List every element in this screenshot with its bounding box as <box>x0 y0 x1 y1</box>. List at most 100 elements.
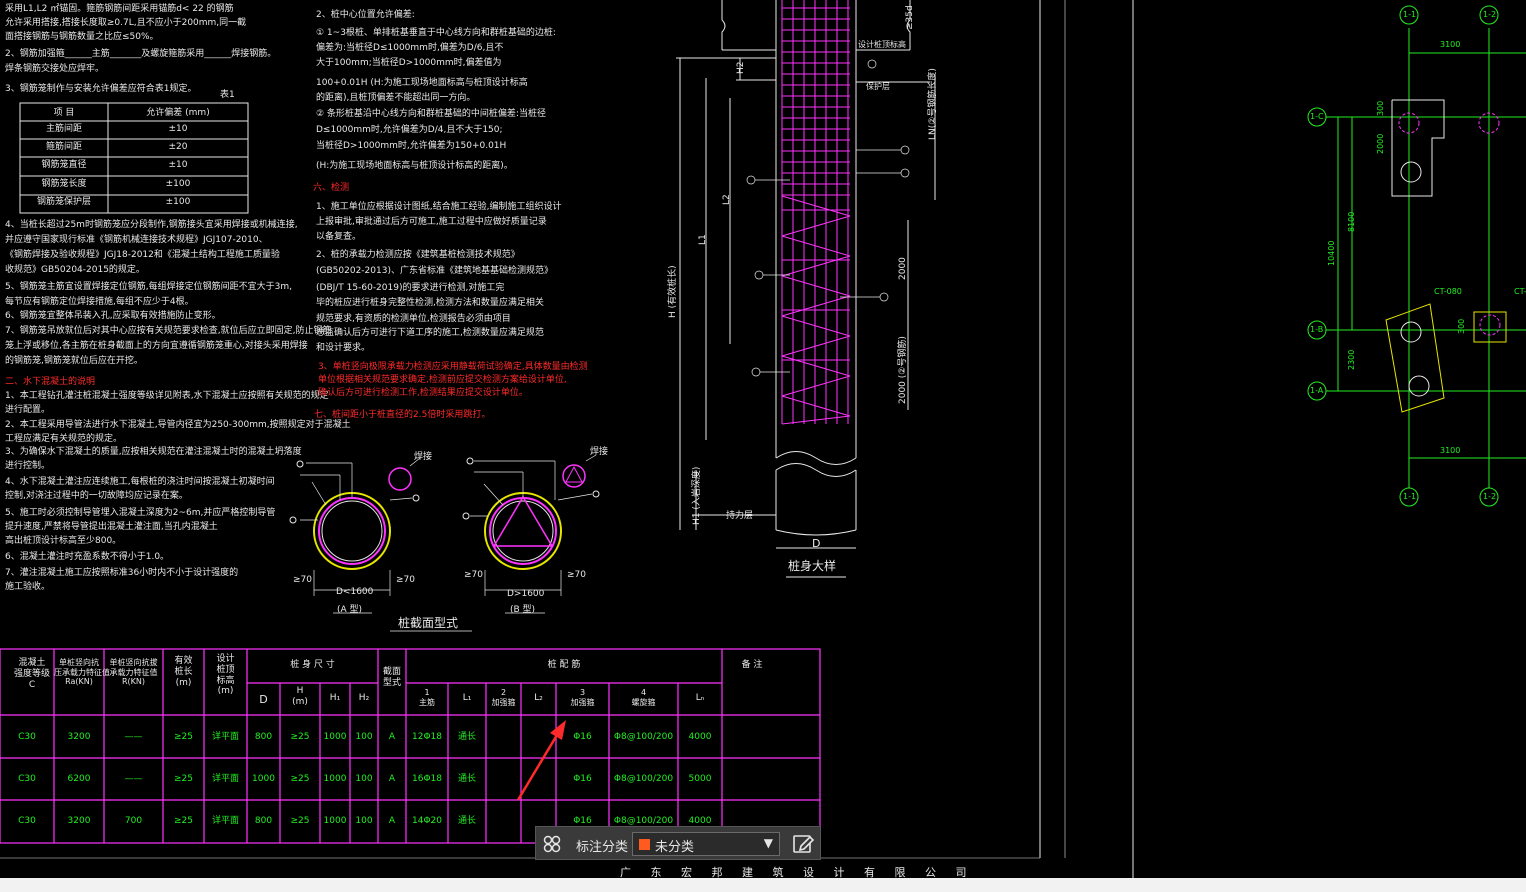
note-line: 以备复查。 <box>316 232 362 242</box>
note-line: 并应遵守国家现行标准《钢筋机械连接技术规程》JGJ107-2010、 <box>5 235 268 245</box>
rebar-line <box>781 415 851 425</box>
section-b-weld-note: 焊接 <box>590 447 609 457</box>
grid-menu-icon[interactable] <box>542 834 562 854</box>
pile-table-cell: 3200 <box>67 816 91 826</box>
pile-table-cell: —— <box>124 732 143 742</box>
axis-bubble-label: 1-2 <box>1483 492 1497 501</box>
section-b-drawing <box>462 454 600 614</box>
note-line: 1、施工单位应根据设计图纸,结合施工经验,编制施工组织设计 <box>316 202 562 212</box>
pile-table-cell: 详平面 <box>211 774 239 784</box>
note-line: 允许采用搭接,搭接长度取≥0.7L,且不应小于200mm,同一截 <box>5 18 247 28</box>
section-b-dim: D>1600 <box>507 589 545 599</box>
category-select[interactable]: 未分类 ▼ <box>632 832 780 856</box>
pile-table-cell: 1000 <box>323 816 347 826</box>
pile-table-cell: A <box>388 816 396 826</box>
pile-label-h1: H1 (入岩深度) <box>692 466 702 525</box>
pile-table-cell: 1000 <box>323 732 347 742</box>
dimension-label: 2000 <box>1376 133 1385 154</box>
notes-mid-heading-red3: 七、桩间距小于桩直径的2.5倍时采用跳打。 <box>314 410 491 420</box>
pile-table-cell: 通长 <box>457 732 476 742</box>
pile-table-cell: A <box>388 732 396 742</box>
note-line: 4、水下混凝土灌注应连续施工,每根桩的浇注时间按混凝土初凝时间 <box>5 477 275 487</box>
pile-table-cell: C30 <box>18 732 36 742</box>
note-line: 工程应满足有关规范的规定。 <box>5 434 123 444</box>
note-line: 100+0.01H (H:为施工现场地面标高与桩顶设计标高 <box>316 78 528 88</box>
axis-bubble-label: 1-1 <box>1403 492 1417 501</box>
dimension-label: 300 <box>1457 318 1466 334</box>
pile-th-n1: 1 主筋 <box>419 688 435 707</box>
note-line: 毕的桩应进行桩身完整性检测,检测方法和数量应满足相关 <box>316 298 544 308</box>
pile-label-d: D <box>812 537 821 550</box>
note-line: 2、桩中心位置允许偏差: <box>316 10 415 20</box>
note-line: 5、施工时必须控制导管埋入混凝土深度为2~6m,并应严格控制导管 <box>5 508 276 518</box>
axis-bubble-label: 1-B <box>1310 325 1324 334</box>
pile-table-cell: 100 <box>355 732 373 742</box>
note-line: 2、钢筋加强箍______主筋_______及螺旋箍筋采用______焊接钢筋。 <box>5 49 277 59</box>
section-b-side-left: ≥70 <box>464 570 483 580</box>
pile-table-cell: ≥25 <box>174 732 193 742</box>
dimension-label: 8100 <box>1347 211 1356 232</box>
rebar-line <box>781 335 851 357</box>
pile-table-cell: 详平面 <box>211 816 239 826</box>
note-line-red: 确认后方可进行检测工作,检测结果应提交设计单位。 <box>318 388 528 398</box>
note-line: 4、当桩长超过25m时钢筋笼应分段制作,钢筋接头宜采用焊接或机械连接, <box>5 220 298 230</box>
note-line: 施工验收。 <box>5 582 51 592</box>
pile-table-cell: 1000 <box>252 774 275 784</box>
pile-th-n3: 3 加强箍 <box>570 688 595 707</box>
pile-th-rebar: 桩 配 筋 <box>547 660 581 670</box>
note-line: 笼上浮或移位,各主筋在桩身截面上的方向宜遵循钢筋笼重心,对接头采用焊接 <box>5 341 308 351</box>
note-line-red: 3、单桩竖向极限承载力检测应采用静载荷试验确定,具体数量由检测 <box>318 362 588 372</box>
table1-cell: 主筋间距 <box>45 124 82 134</box>
pile-table-cell: 5000 <box>688 774 712 784</box>
pile-table-cell: 通长 <box>457 816 476 826</box>
rebar-line <box>781 375 851 397</box>
note-line: 进行控制。 <box>5 461 51 471</box>
note-line: 当桩径D>1000mm时,允许偏差为150+0.01H <box>316 141 507 151</box>
pile-table-cell: 详平面 <box>211 732 239 742</box>
pile-table-cell: 700 <box>124 816 143 826</box>
pile-table-cell: 16Φ18 <box>412 774 442 784</box>
note-line: 6、钢筋笼宜整体吊装入孔,应采取有效措施防止变形。 <box>5 311 221 321</box>
note-line: 的距离),且桩顶偏差不能超出同一方向。 <box>316 93 476 103</box>
pile-table-cell: 100 <box>355 774 373 784</box>
pile-th-length: 有效 桩长 (m) <box>174 656 193 688</box>
pile-th-h1: H₁ <box>329 693 341 703</box>
pile-th-d: D <box>259 693 268 706</box>
rebar-line <box>781 295 851 317</box>
rebar-line <box>781 395 851 417</box>
rebar-line <box>781 315 851 337</box>
pile-table-cell: 4000 <box>688 732 712 742</box>
note-line: 总监确认后方可进行下道工序的施工,检测数量应满足规范 <box>316 328 544 338</box>
table1-cell: 箍筋间距 <box>45 142 82 152</box>
table1-cell: ±10 <box>168 124 188 134</box>
rebar-line <box>781 235 851 257</box>
axis-bubble-label: 1-1 <box>1403 10 1417 19</box>
pile-label-2000: 2000 <box>898 257 908 280</box>
note-line: (DBJ/T 15-60-2019)的要求进行检测,对施工完 <box>316 283 505 293</box>
note-line: 6、混凝土灌注时充盈系数不得小于1.0。 <box>5 552 170 562</box>
dimension-label: 10400 <box>1327 240 1336 266</box>
pile-th-l1: L₁ <box>462 693 472 703</box>
note-line: (H:为施工现场地面标高与桩顶设计标高的距离)。 <box>316 161 513 171</box>
pile-th-n4: 4 螺旋箍 <box>631 688 656 707</box>
note-line: 面搭接钢筋与钢筋数量之比应≤50%。 <box>5 32 159 42</box>
table1-note: 表1 <box>220 90 235 100</box>
category-selected-value: 未分类 <box>655 840 695 855</box>
rebar-line <box>781 275 851 297</box>
tolerance-table-grid <box>19 102 249 214</box>
pile-table-cell: ≥25 <box>290 774 310 784</box>
note-line: 2、本工程采用导管法进行水下混凝土,导管内径宜为250-300mm,按照规定对于… <box>5 420 351 430</box>
section-a-dim: D<1600 <box>336 587 374 597</box>
edit-annotation-button[interactable] <box>790 832 816 856</box>
pile-table-cell: 800 <box>254 816 273 826</box>
pile-table-cell: ≥25 <box>290 732 310 742</box>
pile-table-cell: ≥25 <box>174 774 193 784</box>
note-line: 7、钢筋笼吊放就位后对其中心应按有关规范要求检查,就位后应立即固定,防止钢筋 <box>5 326 332 336</box>
note-line: 3、为确保水下混凝土的质量,应按相关规范在灌注混凝土时的混凝土坍落度 <box>5 447 302 457</box>
pile-th-r: 单桩竖向抗拔 承载力特征值 R(KN) <box>109 658 158 687</box>
pile-table-cell: Φ16 <box>573 816 592 826</box>
pile-table-cell: 1000 <box>323 774 347 784</box>
pile-label-cover: 保护层 <box>866 82 890 91</box>
dimension-label: 3100 <box>1440 40 1461 49</box>
